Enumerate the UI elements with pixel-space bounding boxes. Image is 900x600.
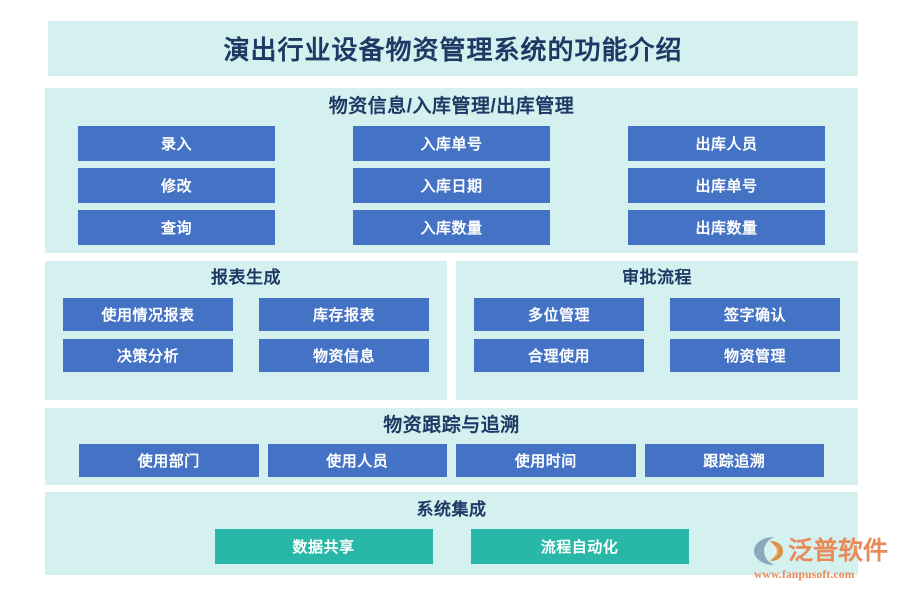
button-inbound-date[interactable]: 入库日期 [353, 168, 550, 203]
report-button-grid: 使用情况报表 库存报表 决策分析 物资信息 [45, 298, 447, 372]
watermark: 泛普软件 www.fanpusoft.com [752, 533, 894, 591]
section-system-integration: 系统集成 数据共享 流程自动化 [45, 492, 858, 575]
section-materials-tracking: 物资跟踪与追溯 使用部门 使用人员 使用时间 跟踪追溯 [45, 408, 858, 485]
button-process-automation[interactable]: 流程自动化 [470, 529, 689, 564]
button-using-time[interactable]: 使用时间 [456, 444, 636, 477]
button-inbound-order-no[interactable]: 入库单号 [353, 126, 550, 161]
button-multi-level-management[interactable]: 多位管理 [474, 298, 644, 331]
page-title: 演出行业设备物资管理系统的功能介绍 [223, 35, 683, 65]
tracking-button-row: 使用部门 使用人员 使用时间 跟踪追溯 [45, 444, 858, 477]
watermark-url-text: www.fanpusoft.com [754, 569, 855, 581]
button-materials-information[interactable]: 物资信息 [259, 339, 429, 372]
button-inventory-report[interactable]: 库存报表 [259, 298, 429, 331]
integration-button-row: 数据共享 流程自动化 [45, 529, 858, 564]
button-materials-entry[interactable]: 录入 [78, 126, 275, 161]
diagram-title-band: 演出行业设备物资管理系统的功能介绍 [48, 21, 858, 76]
button-outbound-quantity[interactable]: 出库数量 [628, 210, 825, 245]
button-decision-analysis[interactable]: 决策分析 [63, 339, 233, 372]
section-heading-report-generation: 报表生成 [211, 268, 281, 287]
column-inbound-management: 入库单号 入库日期 入库数量 [353, 126, 550, 245]
section-report-generation: 报表生成 使用情况报表 库存报表 决策分析 物资信息 [45, 261, 447, 400]
button-inbound-quantity[interactable]: 入库数量 [353, 210, 550, 245]
button-using-department[interactable]: 使用部门 [79, 444, 259, 477]
button-materials-query[interactable]: 查询 [78, 210, 275, 245]
section-materials-inbound-outbound: 物资信息/入库管理/出库管理 录入 修改 查询 入库单号 入库日期 入库数量 出… [45, 88, 858, 253]
watermark-brand-row: 泛普软件 [752, 533, 888, 569]
column-materials-info: 录入 修改 查询 [78, 126, 275, 245]
button-reasonable-use[interactable]: 合理使用 [474, 339, 644, 372]
button-columns: 录入 修改 查询 入库单号 入库日期 入库数量 出库人员 出库单号 出库数量 [45, 126, 858, 245]
button-signature-confirmation[interactable]: 签字确认 [670, 298, 840, 331]
button-usage-report[interactable]: 使用情况报表 [63, 298, 233, 331]
section-heading-system-integration: 系统集成 [416, 500, 487, 519]
button-materials-management[interactable]: 物资管理 [670, 339, 840, 372]
button-outbound-order-no[interactable]: 出库单号 [628, 168, 825, 203]
watermark-brand-text: 泛普软件 [788, 537, 889, 565]
button-outbound-staff[interactable]: 出库人员 [628, 126, 825, 161]
column-outbound-management: 出库人员 出库单号 出库数量 [628, 126, 825, 245]
section-heading-materials-inbound-outbound: 物资信息/入库管理/出库管理 [328, 96, 575, 117]
section-approval-workflow: 审批流程 多位管理 签字确认 合理使用 物资管理 [456, 261, 858, 400]
button-data-sharing[interactable]: 数据共享 [214, 529, 433, 564]
section-heading-approval-workflow: 审批流程 [622, 268, 692, 287]
fanpu-circle-logo-icon [754, 537, 783, 565]
approval-button-grid: 多位管理 签字确认 合理使用 物资管理 [456, 298, 858, 372]
button-using-personnel[interactable]: 使用人员 [267, 444, 447, 477]
button-materials-edit[interactable]: 修改 [78, 168, 275, 203]
button-tracking-traceability[interactable]: 跟踪追溯 [644, 444, 824, 477]
section-heading-materials-tracking: 物资跟踪与追溯 [383, 415, 520, 436]
